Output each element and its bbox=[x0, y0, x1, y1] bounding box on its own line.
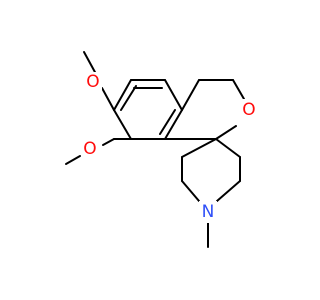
pyran-ring bbox=[164, 79, 245, 140]
piperidine-ring bbox=[181, 138, 241, 248]
bond bbox=[159, 109, 176, 135]
atom-labels: O O O N bbox=[81, 72, 258, 223]
bond bbox=[113, 79, 132, 111]
bond bbox=[232, 79, 245, 100]
atom-label-o-lower-methoxy: O bbox=[83, 139, 96, 159]
benzene-ring bbox=[113, 79, 183, 140]
bond bbox=[65, 155, 81, 165]
atom-label-o-upper-methoxy: O bbox=[86, 72, 99, 92]
bond bbox=[181, 138, 217, 158]
bond bbox=[83, 51, 97, 75]
bond bbox=[113, 109, 132, 140]
atom-label-n-piperidine: N bbox=[202, 202, 215, 222]
atom-label-background bbox=[240, 99, 258, 119]
atom-label-background bbox=[81, 139, 99, 159]
bond bbox=[215, 138, 241, 158]
bond bbox=[216, 180, 241, 202]
molecule-structure: O O O N bbox=[65, 51, 258, 248]
bond bbox=[215, 125, 237, 140]
methoxy-groups bbox=[65, 51, 132, 165]
bond bbox=[101, 87, 115, 111]
atom-label-background bbox=[84, 72, 102, 92]
bond bbox=[164, 79, 183, 111]
bond bbox=[181, 180, 200, 202]
bond bbox=[164, 109, 183, 140]
bond bbox=[181, 79, 200, 111]
atom-label-o-ring: O bbox=[242, 100, 255, 120]
bond bbox=[102, 138, 115, 146]
atom-label-background bbox=[199, 201, 217, 223]
bond bbox=[120, 85, 137, 111]
